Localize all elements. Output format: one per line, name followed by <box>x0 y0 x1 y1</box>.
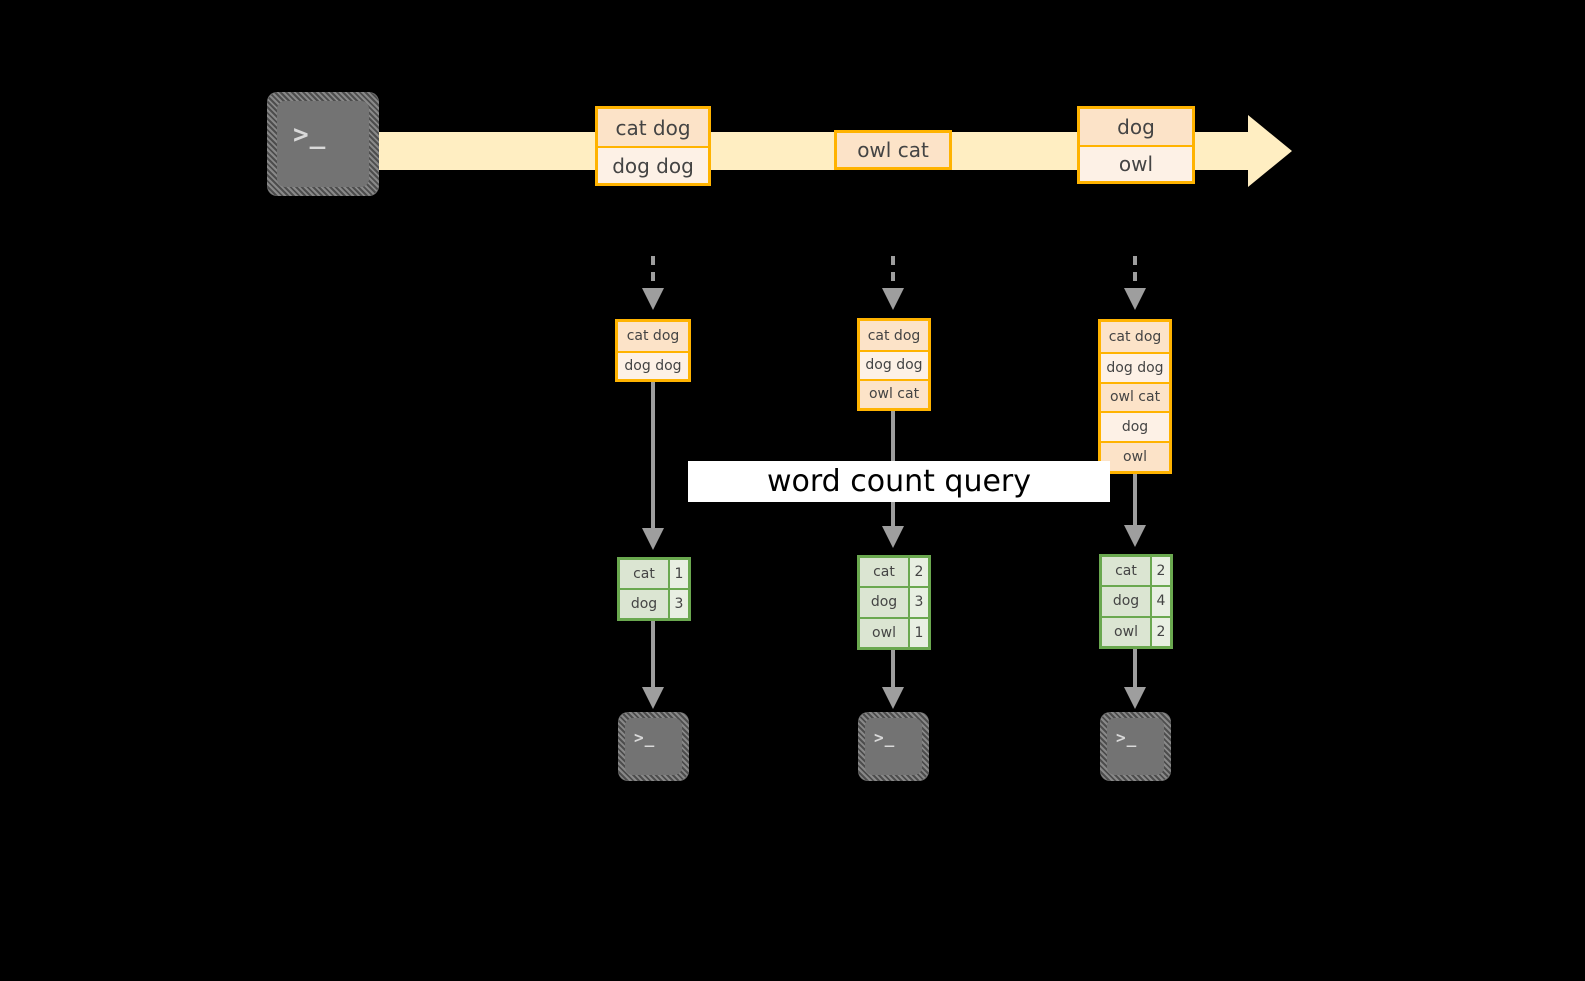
dashed-input-arrowhead-icon <box>882 288 904 310</box>
table-row: owl 2 <box>1102 615 1170 646</box>
buffer-line: dog dog <box>1101 351 1169 382</box>
sink-connector <box>1133 649 1137 689</box>
sink-terminal-icon[interactable]: >_ <box>1100 712 1171 781</box>
sink-terminal-icon[interactable]: >_ <box>618 712 689 781</box>
buffer-line: owl cat <box>1101 381 1169 412</box>
buffer-line: cat dog <box>1101 322 1169 352</box>
query-connector-arrowhead-icon <box>882 526 904 548</box>
query-result-table[interactable]: cat 1 dog 3 <box>617 557 691 621</box>
terminal-body <box>625 718 682 775</box>
table-cell-word: dog <box>860 588 908 617</box>
buffer-line: dog dog <box>860 350 928 379</box>
stream-record-line: cat dog <box>598 109 708 146</box>
stream-record[interactable]: cat dog dog dog <box>595 106 711 186</box>
stream-record[interactable]: owl cat <box>834 130 952 170</box>
table-cell-word: owl <box>1102 617 1150 646</box>
table-cell-count: 4 <box>1150 587 1170 616</box>
query-connector <box>651 382 655 530</box>
table-cell-word: cat <box>860 558 908 587</box>
terminal-body <box>1107 718 1164 775</box>
query-result-table[interactable]: cat 2 dog 3 owl 1 <box>857 555 931 650</box>
table-cell-word: cat <box>620 560 668 588</box>
sink-connector <box>651 621 655 689</box>
query-label-band: word count query <box>688 461 1110 502</box>
terminal-prompt-glyph: >_ <box>874 728 896 747</box>
table-cell-count: 2 <box>1150 557 1170 586</box>
table-row: cat 1 <box>620 560 688 588</box>
query-connector-arrowhead-icon <box>642 528 664 550</box>
buffer-line: owl cat <box>860 378 928 408</box>
table-row: owl 1 <box>860 616 928 647</box>
dashed-input-connector <box>1133 256 1137 290</box>
table-row: dog 3 <box>620 588 688 618</box>
accumulated-buffer[interactable]: cat dog dog dog owl cat dog owl <box>1098 319 1172 474</box>
table-cell-count: 3 <box>908 588 928 617</box>
sink-connector-arrowhead-icon <box>1124 687 1146 709</box>
query-connector-arrowhead-icon <box>1124 525 1146 547</box>
sink-connector-arrowhead-icon <box>642 687 664 709</box>
table-cell-count: 2 <box>908 558 928 587</box>
table-cell-count: 1 <box>668 560 688 588</box>
terminal-prompt-glyph: >_ <box>293 120 327 150</box>
stream-record[interactable]: dog owl <box>1077 106 1195 184</box>
table-row: dog 3 <box>860 586 928 617</box>
table-cell-count: 1 <box>908 618 928 647</box>
dashed-input-arrowhead-icon <box>1124 288 1146 310</box>
terminal-prompt-glyph: >_ <box>634 728 656 747</box>
source-terminal-icon[interactable]: >_ <box>267 92 379 196</box>
table-cell-count: 3 <box>668 590 688 618</box>
buffer-line: owl <box>1101 441 1169 471</box>
dashed-input-connector <box>891 256 895 290</box>
buffer-line: dog <box>1101 411 1169 442</box>
terminal-body <box>277 101 369 187</box>
table-row: dog 4 <box>1102 585 1170 616</box>
stream-record-line: owl cat <box>837 133 949 167</box>
terminal-prompt-glyph: >_ <box>1116 728 1138 747</box>
sink-connector <box>891 650 895 689</box>
table-row: cat 2 <box>860 558 928 587</box>
sink-terminal-icon[interactable]: >_ <box>858 712 929 781</box>
accumulated-buffer[interactable]: cat dog dog dog owl cat <box>857 318 931 411</box>
stream-record-line: owl <box>1080 145 1192 181</box>
dashed-input-arrowhead-icon <box>642 288 664 310</box>
buffer-line: dog dog <box>618 350 688 379</box>
stream-arrowhead-icon <box>1248 115 1292 187</box>
buffer-line: cat dog <box>860 321 928 350</box>
table-cell-word: dog <box>620 590 668 618</box>
table-cell-word: cat <box>1102 557 1150 586</box>
sink-connector-arrowhead-icon <box>882 687 904 709</box>
table-cell-word: owl <box>860 618 908 647</box>
buffer-line: cat dog <box>618 322 688 351</box>
accumulated-buffer[interactable]: cat dog dog dog <box>615 319 691 382</box>
table-row: cat 2 <box>1102 557 1170 586</box>
stream-record-line: dog <box>1080 109 1192 145</box>
dashed-input-connector <box>651 256 655 290</box>
table-cell-word: dog <box>1102 587 1150 616</box>
table-cell-count: 2 <box>1150 617 1170 646</box>
query-result-table[interactable]: cat 2 dog 4 owl 2 <box>1099 554 1173 649</box>
stream-record-line: dog dog <box>598 146 708 183</box>
terminal-body <box>865 718 922 775</box>
query-connector <box>1133 474 1137 528</box>
